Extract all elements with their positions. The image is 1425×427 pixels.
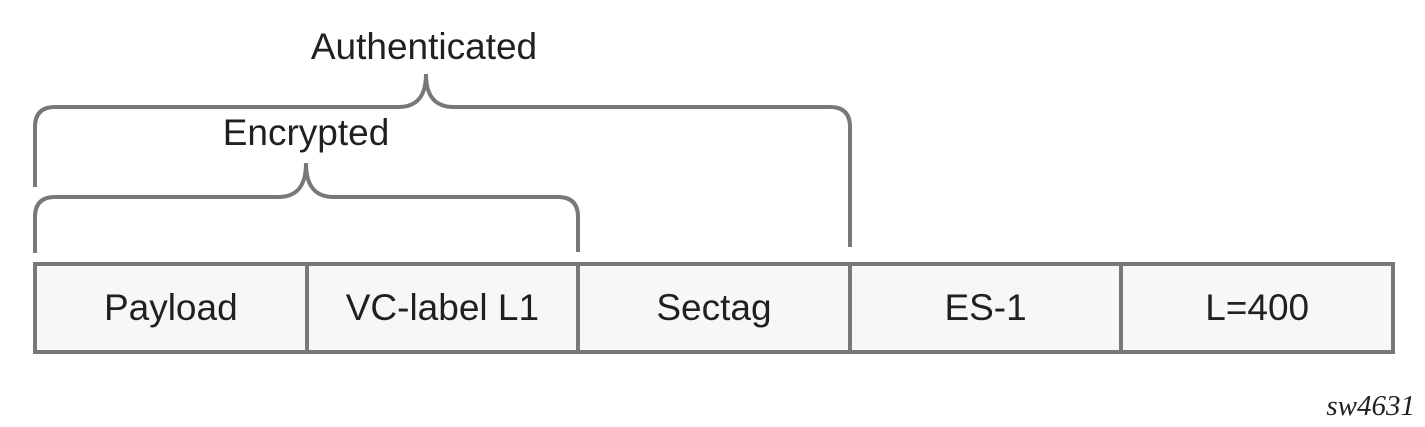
packet-field-vc-label: VC-label L1 bbox=[304, 262, 581, 354]
packet-field-es1: ES-1 bbox=[847, 262, 1124, 354]
figure-id: sw4631 bbox=[1326, 390, 1415, 422]
authenticated-label: Authenticated bbox=[310, 26, 538, 67]
packet-field-length: L=400 bbox=[1119, 262, 1395, 354]
encrypted-brace-icon bbox=[33, 162, 580, 253]
packet-row: Payload VC-label L1 Sectag ES-1 L=400 bbox=[33, 262, 1395, 354]
packet-field-sectag: Sectag bbox=[576, 262, 852, 354]
encrypted-label: Encrypted bbox=[222, 112, 390, 153]
packet-field-payload: Payload bbox=[33, 262, 309, 354]
authenticated-brace-icon bbox=[33, 73, 852, 247]
